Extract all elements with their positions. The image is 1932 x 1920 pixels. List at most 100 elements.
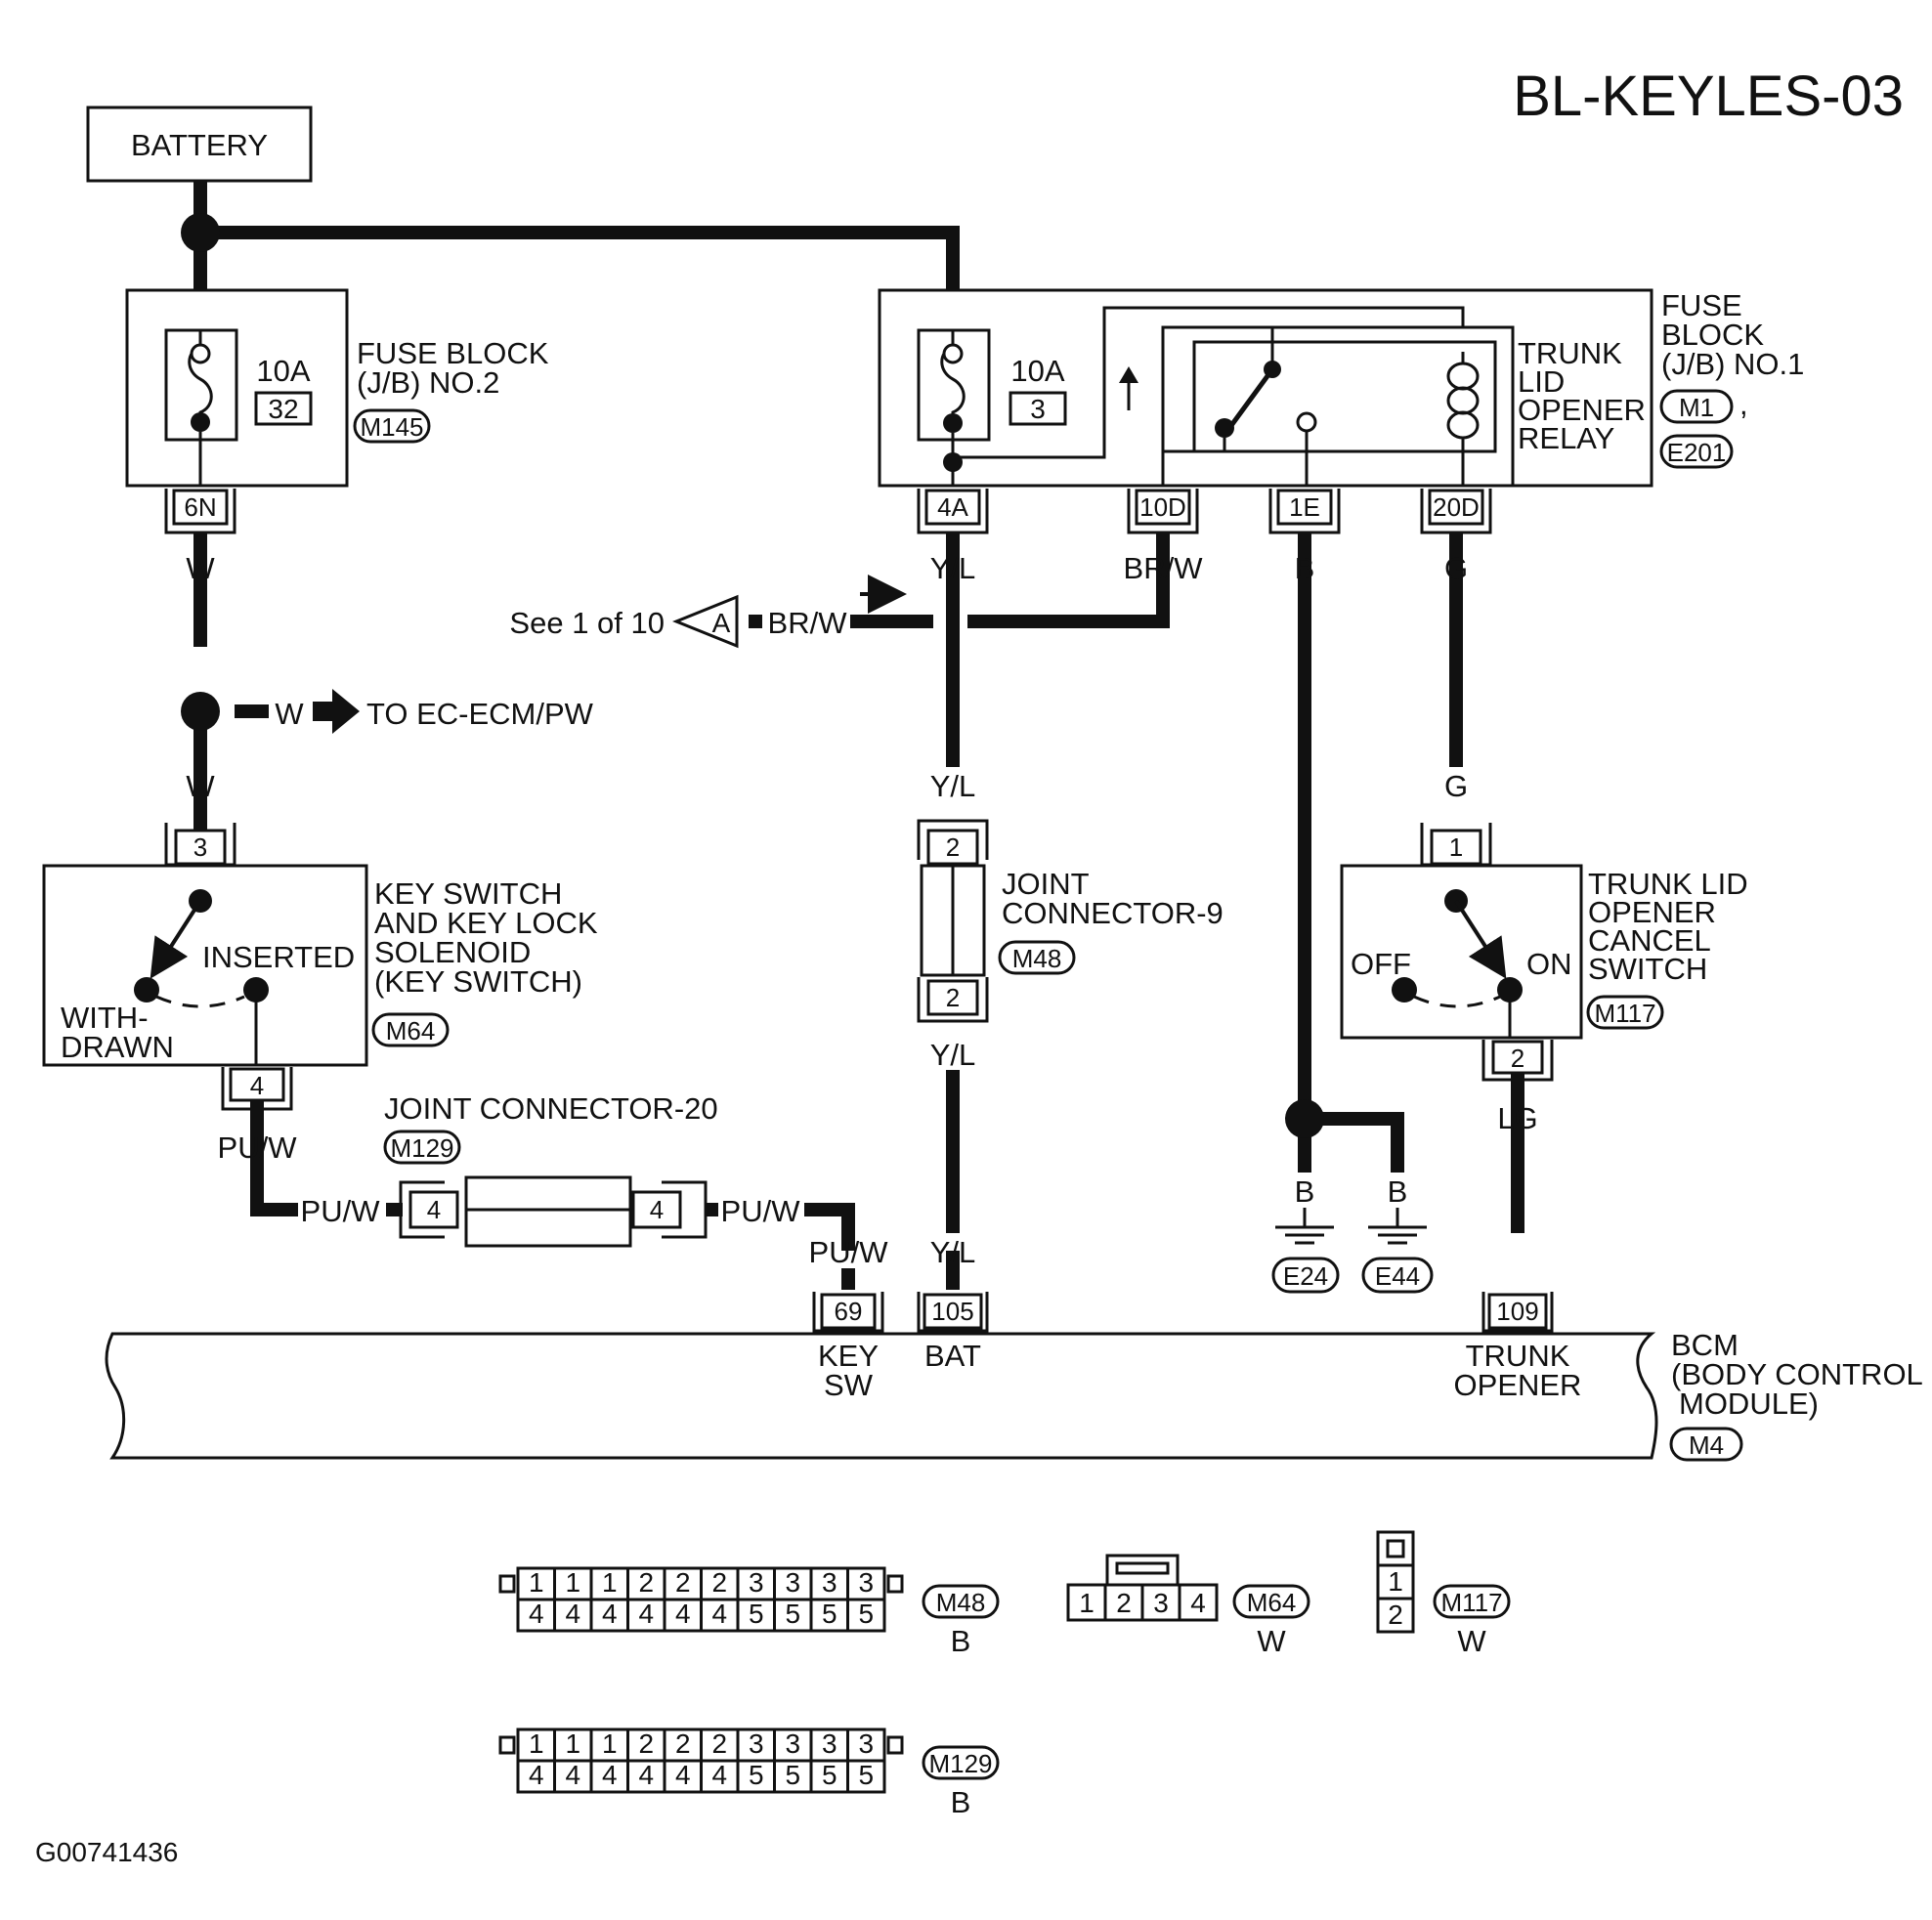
- svg-text:2: 2: [946, 832, 960, 862]
- view-m129-top-9: [846, 1728, 886, 1763]
- fuse-block-1-connector-1: M1: [1679, 393, 1714, 422]
- view-m48-top-4-label: 2: [675, 1567, 691, 1598]
- view-m48-bottom-3: [626, 1598, 666, 1633]
- wire-label-puw-2: PU/W: [301, 1194, 381, 1228]
- view-m129-color: B: [951, 1785, 971, 1819]
- bcm-terminals: 69 105 109: [812, 1292, 1554, 1333]
- bcm-pin-109: 109: [1496, 1297, 1538, 1326]
- view-m129-bottom-2-label: 4: [602, 1760, 618, 1790]
- view-m129-bottom-3-label: 4: [638, 1760, 654, 1790]
- wire-label-g-2: G: [1444, 769, 1468, 803]
- wire-label-b-2: B: [1295, 1174, 1315, 1209]
- view-m117-color: W: [1457, 1624, 1486, 1658]
- bcm-name-1: BCM: [1671, 1328, 1739, 1362]
- svg-text:2: 2: [946, 983, 960, 1012]
- view-m48-top-3-label: 2: [638, 1567, 654, 1598]
- terminal-4a: 4A: [917, 489, 989, 534]
- view-m129-top-5-label: 2: [711, 1728, 727, 1759]
- key-switch-name-2: AND KEY LOCK: [374, 906, 598, 940]
- key-switch-connector: M64: [386, 1016, 436, 1045]
- ground-symbols: [1275, 1208, 1427, 1245]
- view-m48-top-9-label: 3: [858, 1567, 874, 1598]
- key-switch-name-3: SOLENOID: [374, 935, 531, 969]
- view-m48-bottom-7-label: 5: [785, 1599, 800, 1629]
- terminal-20d: 20D: [1420, 489, 1492, 534]
- cancel-on: ON: [1526, 947, 1572, 981]
- fuse-block-1-name-2: BLOCK: [1661, 318, 1764, 352]
- view-m117-id: M117: [1440, 1588, 1502, 1617]
- view-m129-bottom-9: [846, 1759, 886, 1794]
- connector-view-m117: 12: [1376, 1530, 1415, 1634]
- ref-tag-shape: [671, 594, 739, 649]
- cancel-off: OFF: [1351, 947, 1411, 981]
- fuse-block-2: 10A 32: [125, 288, 349, 488]
- cancel-name-3: CANCEL: [1588, 923, 1711, 958]
- bcm-pin-109-label-2: OPENER: [1454, 1368, 1582, 1402]
- relay-name-1: TRUNK: [1518, 336, 1622, 370]
- view-m129-top-6-label: 3: [749, 1728, 764, 1759]
- view-m48-top-0: [516, 1566, 556, 1601]
- wire-label-puw-1: PU/W: [218, 1131, 298, 1165]
- fuse-2-number: 32: [268, 394, 298, 424]
- view-m129-top-7: [773, 1728, 813, 1763]
- view-m48-bottom-4-label: 4: [675, 1599, 691, 1629]
- view-m117-cell-1: [1376, 1597, 1415, 1634]
- key-switch-name-1: KEY SWITCH: [374, 876, 562, 911]
- battery: [86, 106, 313, 183]
- view-m48-bottom-1-label: 4: [565, 1599, 580, 1629]
- view-m129-bottom-2: [589, 1759, 629, 1794]
- wire-label-b-1: B: [1295, 551, 1315, 585]
- view-m129-top-1-label: 1: [565, 1728, 580, 1759]
- relay-name-4: RELAY: [1518, 421, 1614, 455]
- bcm-pin-109-label-1: TRUNK: [1466, 1339, 1570, 1373]
- svg-text:1E: 1E: [1289, 492, 1320, 522]
- fuse-block-2-name-1: FUSE BLOCK: [357, 336, 549, 370]
- jc9-name-1: JOINT: [1002, 867, 1090, 901]
- view-m129-top-8-label: 3: [822, 1728, 837, 1759]
- terminal-cancel-2: 2: [1481, 1040, 1554, 1082]
- view-m48-top-8-label: 3: [822, 1567, 837, 1598]
- cancel-name-4: SWITCH: [1588, 952, 1707, 986]
- diagram-title: BL-KEYLES-03: [1513, 64, 1904, 128]
- view-m117-cell-0: [1376, 1563, 1415, 1600]
- arrow-to-ecm: [313, 689, 360, 734]
- fuse-2-rating: 10A: [256, 354, 310, 388]
- bcm-name-2: (BODY CONTROL: [1671, 1357, 1923, 1391]
- view-m64-cell-2-label: 3: [1153, 1588, 1169, 1618]
- view-m129-top-4: [663, 1728, 703, 1763]
- joint-connector-20: 4 4: [399, 1175, 708, 1248]
- view-m129-top-9-label: 3: [858, 1728, 874, 1759]
- fuse-block-1-name-1: FUSE: [1661, 288, 1742, 322]
- wire-label-g-1: G: [1444, 551, 1468, 585]
- view-m48-top-6-label: 3: [749, 1567, 764, 1598]
- key-inserted: INSERTED: [202, 940, 355, 974]
- svg-text:20D: 20D: [1433, 492, 1480, 522]
- view-m129-bottom-5-label: 4: [711, 1760, 727, 1790]
- figure-code: G00741436: [35, 1837, 178, 1867]
- view-m48-color: B: [951, 1624, 971, 1658]
- cancel-name-1: TRUNK LID: [1588, 867, 1748, 901]
- fuse-block-1: 10A 3: [878, 288, 1653, 488]
- ref-tag: A: [712, 608, 731, 638]
- splice-w: [181, 692, 220, 731]
- view-m129-bottom-1-label: 4: [565, 1760, 580, 1790]
- wire-label-yl-4: Y/L: [930, 1235, 976, 1269]
- view-m48-bottom-2-label: 4: [602, 1599, 618, 1629]
- jc9-connector: M48: [1012, 944, 1062, 973]
- key-switch: [42, 864, 368, 1067]
- view-m129-bottom-9-label: 5: [858, 1760, 874, 1790]
- see-ref-text: See 1 of 10: [509, 606, 665, 640]
- view-m64-id: M64: [1247, 1588, 1297, 1617]
- bcm-pin-69: 69: [835, 1297, 863, 1326]
- battery-label: BATTERY: [131, 128, 268, 162]
- fuse-block-1-name-3: (J/B) NO.1: [1661, 347, 1804, 381]
- view-m64-cell-1: [1103, 1583, 1144, 1622]
- svg-text:4: 4: [427, 1195, 441, 1224]
- splice-ground: [1285, 1099, 1324, 1138]
- svg-text:4A: 4A: [937, 492, 968, 522]
- jc20-connector: M129: [390, 1133, 453, 1163]
